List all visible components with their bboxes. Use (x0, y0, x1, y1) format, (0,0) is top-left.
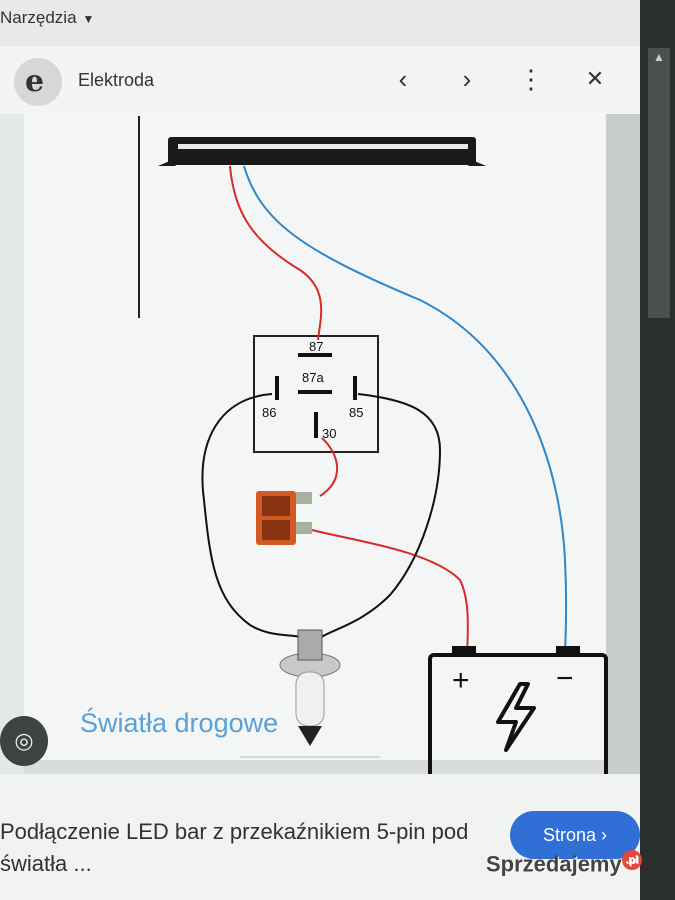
previous-icon[interactable]: ‹ (398, 64, 408, 94)
led-bar (158, 137, 486, 166)
visit-site-button[interactable]: Strona › (510, 811, 640, 859)
scrollbar[interactable] (648, 48, 670, 318)
pin-85-label: 85 (349, 405, 363, 420)
battery-minus-label: − (556, 662, 574, 695)
black-wire-85 (319, 393, 442, 639)
black-wire-86 (201, 393, 306, 641)
site-logo: e (14, 58, 62, 106)
close-icon[interactable]: ✕ (585, 66, 605, 91)
fuse (256, 491, 312, 545)
next-icon[interactable]: › (462, 64, 472, 94)
image-margin-right (606, 114, 640, 774)
pin-87-label: 87 (309, 339, 323, 354)
red-wire-relay-fuse (319, 437, 339, 497)
tools-menu-label: Narzędzia (0, 8, 77, 27)
watermark: Sprzedajemy.pl (486, 850, 642, 877)
headlight-bulb (279, 629, 341, 746)
scroll-up-icon[interactable]: ▲ (653, 50, 665, 64)
watermark-badge: .pl (621, 850, 642, 870)
watermark-text: Sprzedajemy (486, 851, 622, 877)
pin-87a-label: 87a (302, 370, 324, 385)
blue-wire-ground (243, 165, 568, 653)
tools-menu[interactable]: Narzędzia ▼ (0, 8, 94, 28)
chevron-down-icon: ▼ (82, 12, 95, 26)
logo-letter: e (25, 64, 45, 99)
red-wire-led (229, 165, 323, 341)
image-viewer-header: e Elektroda ‹ › ⋮ ✕ (0, 46, 640, 114)
visual-search-icon[interactable]: ◎ (0, 716, 48, 766)
pin-30-label: 30 (322, 426, 336, 441)
battery-plus-label: + (452, 664, 470, 697)
image-caption: Światła drogowe (80, 708, 279, 738)
image-margin-left (0, 114, 24, 774)
red-wire-battery (311, 529, 469, 657)
browser-top-bar: Narzędzia ▼ (0, 0, 675, 46)
result-title[interactable]: Podłączenie LED bar z przekaźnikiem 5-pi… (0, 819, 469, 876)
pin-86-label: 86 (262, 405, 276, 420)
site-name: Elektroda (78, 70, 155, 90)
relay (253, 335, 379, 453)
more-options-icon[interactable]: ⋮ (518, 64, 544, 94)
